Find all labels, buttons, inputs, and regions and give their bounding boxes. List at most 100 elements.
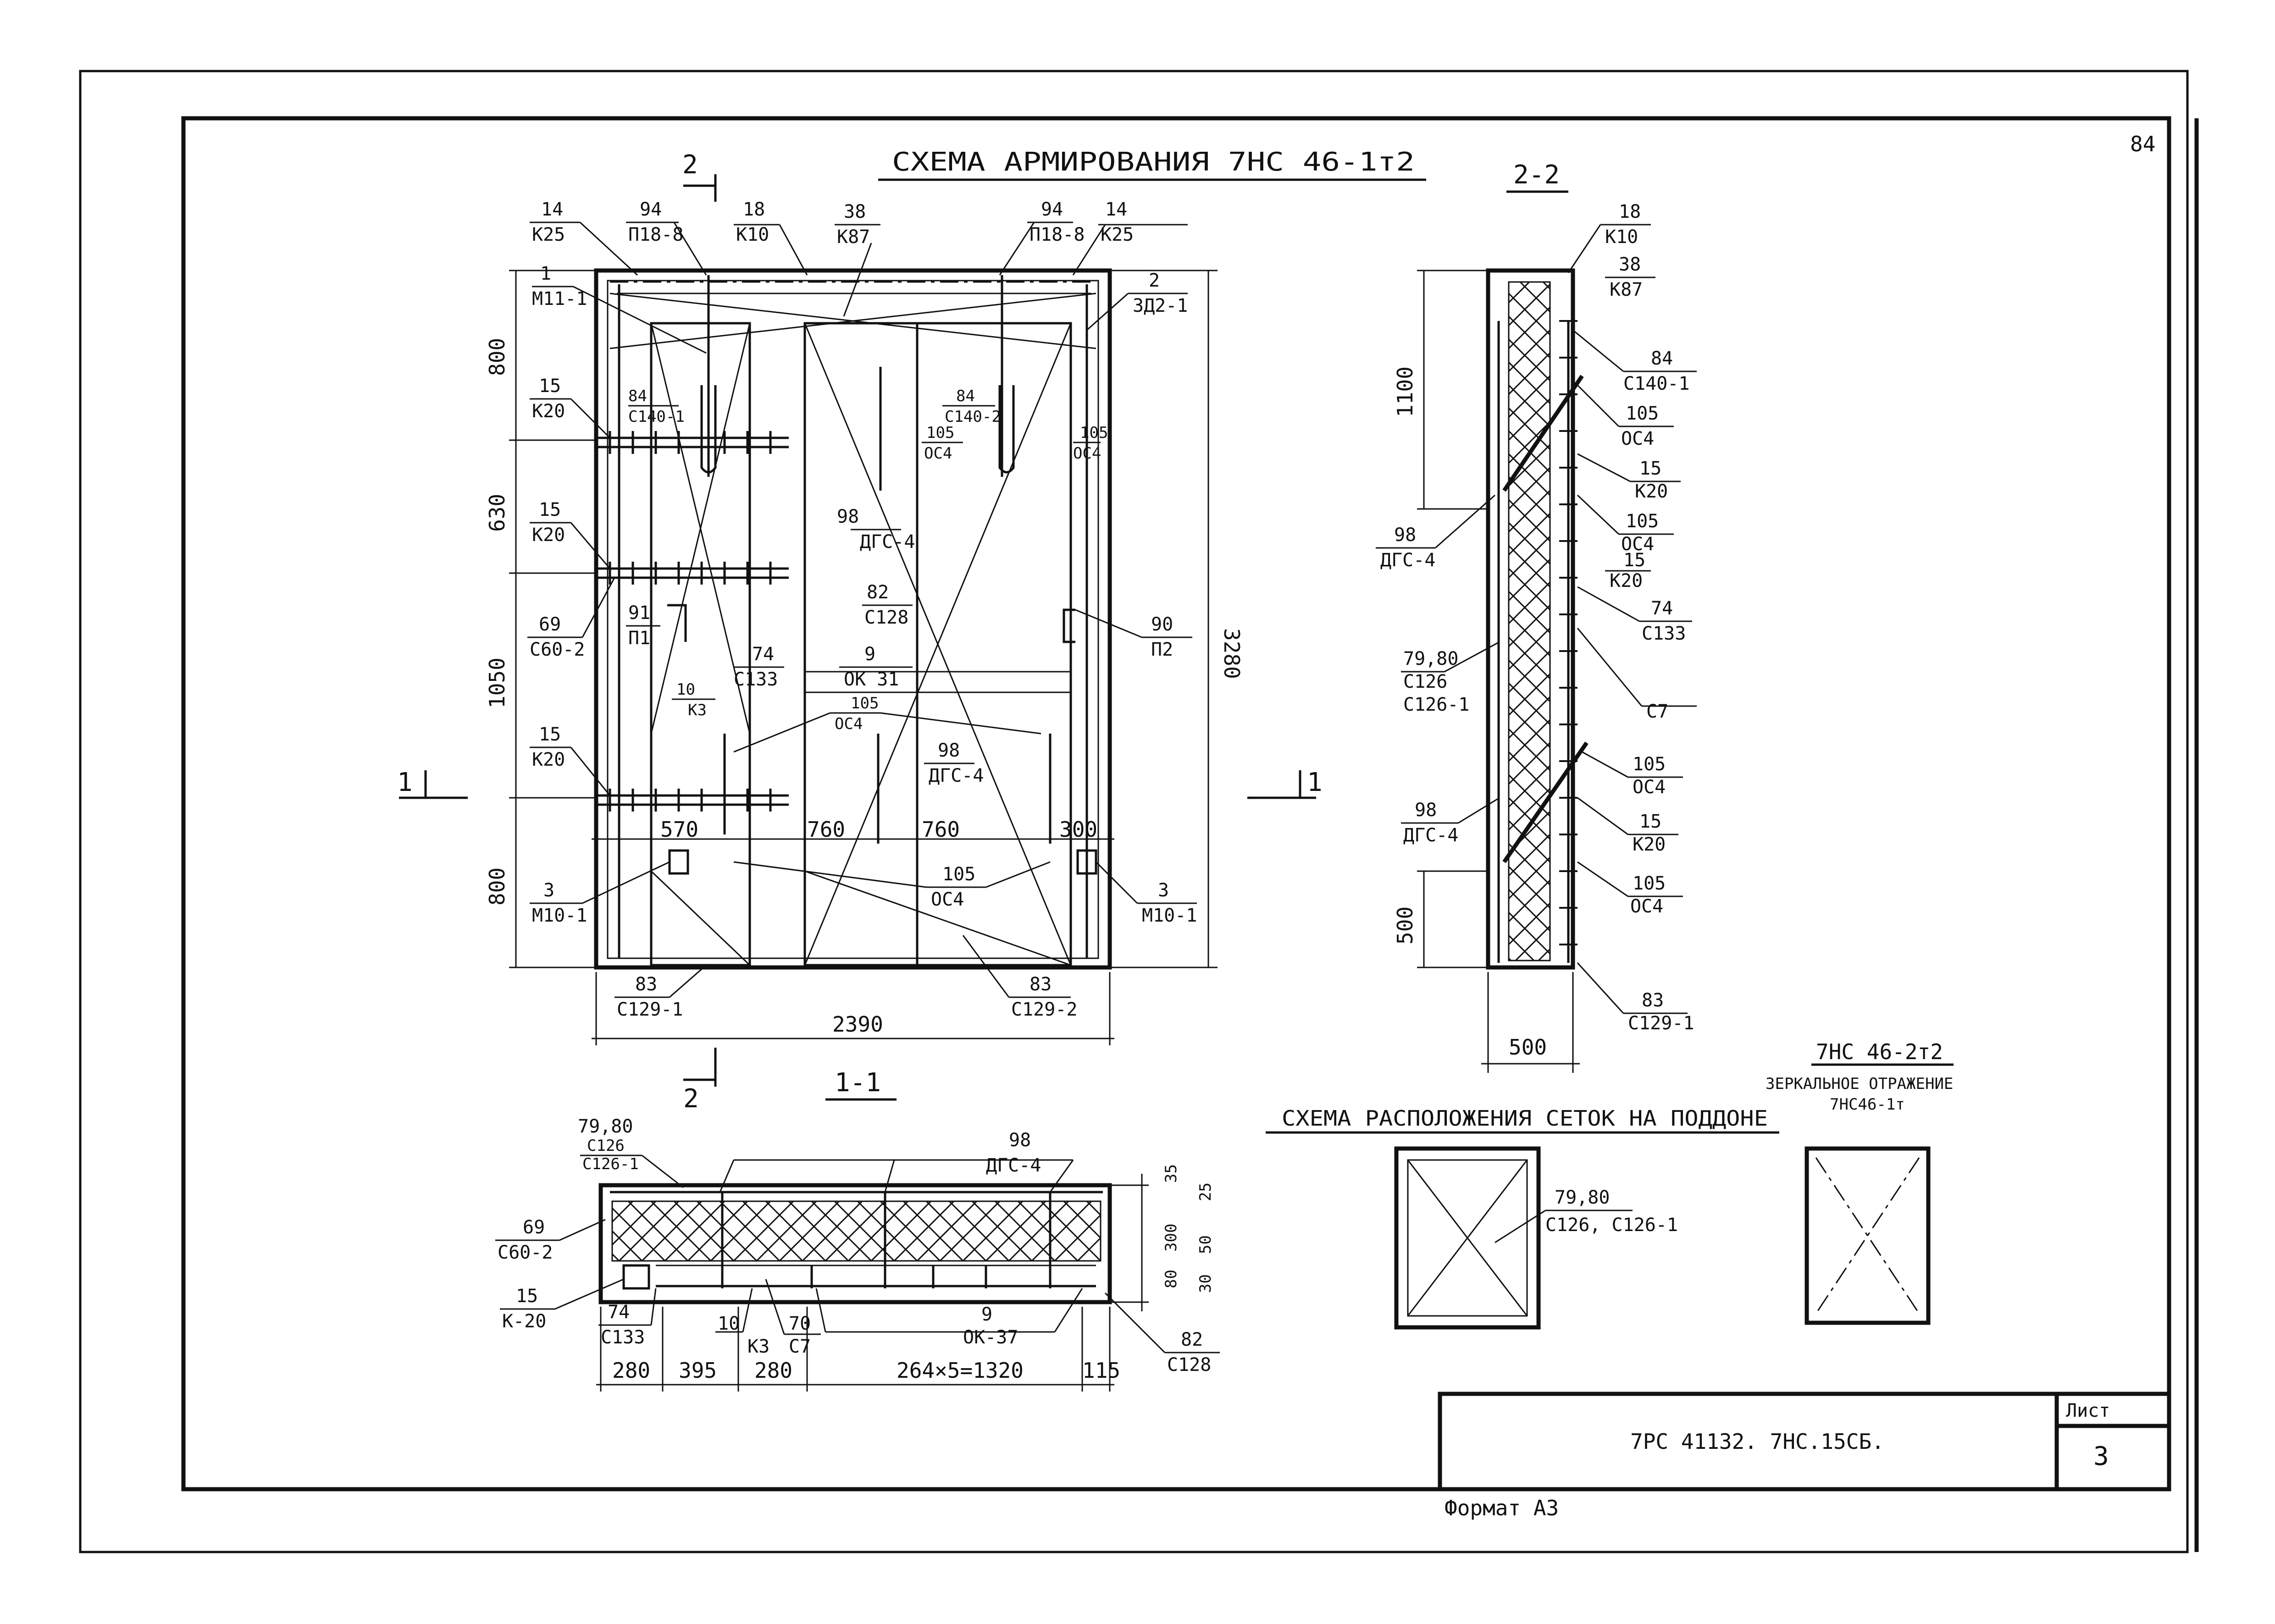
svg-text:С140-1: С140-1: [1623, 373, 1690, 394]
callout-98-dgs-mid: 98 ДГС-4: [924, 740, 984, 786]
s2-callout-105-oc4-c: 105 ОС4: [1582, 751, 1683, 798]
s1-callout-9-ok37: 9 ОК-37: [815, 1288, 1083, 1348]
callout-3-m10-left: 3 М10-1: [530, 861, 670, 926]
ladder-row-1: [596, 436, 789, 448]
svg-text:С128: С128: [1167, 1354, 1211, 1375]
svg-text:2: 2: [1149, 270, 1160, 291]
stamp-sheet-value: 3: [2093, 1442, 2109, 1471]
svg-text:98: 98: [1394, 525, 1416, 546]
svg-text:ОС4: ОС4: [931, 889, 964, 910]
svg-text:С133: С133: [1642, 623, 1686, 644]
s2-callout-83-c129-1: 83 С129-1: [1577, 962, 1694, 1034]
callout-18-k10: 18 К10: [734, 199, 808, 276]
svg-text:П1: П1: [628, 628, 650, 649]
s2-callout-79-80: 79,80 С126 С126-1: [1401, 641, 1500, 715]
svg-text:15: 15: [1639, 458, 1661, 479]
svg-text:74: 74: [608, 1302, 630, 1323]
svg-text:82: 82: [867, 582, 889, 603]
svg-text:79,80: 79,80: [578, 1116, 633, 1137]
s2-callout-105-oc4-d: 105 ОС4: [1577, 861, 1683, 917]
s1-dim-1320: 264×5=1320: [897, 1358, 1024, 1383]
svg-text:18: 18: [743, 199, 765, 220]
mirror-note-1: ЗЕРКАЛЬНОЕ ОТРАЖЕНИЕ: [1766, 1075, 1953, 1093]
svg-text:74: 74: [752, 644, 774, 665]
s2-callout-38-k87: 38 К87: [1605, 254, 1655, 300]
insulation-hatch-1: [611, 1200, 1102, 1262]
svg-text:К87: К87: [837, 226, 870, 248]
brace-4: [804, 323, 1072, 966]
svg-text:С7: С7: [1646, 701, 1668, 722]
svg-text:ЗД2-1: ЗД2-1: [1133, 295, 1188, 316]
svg-text:П18-8: П18-8: [628, 224, 683, 245]
dim-800-top: 800: [485, 338, 509, 376]
callout-90-p2: 90 П2: [1075, 609, 1192, 660]
format-label: Формат А3: [1445, 1496, 1559, 1520]
lifting-loop-left: [700, 385, 717, 474]
callout-91-p1: 91 П1: [626, 602, 660, 649]
lifting-loop-right: [998, 385, 1015, 474]
svg-text:ДГС-4: ДГС-4: [860, 531, 915, 552]
svg-text:83: 83: [635, 974, 657, 995]
svg-text:15: 15: [539, 724, 561, 745]
svg-text:ДГС-4: ДГС-4: [1380, 550, 1435, 571]
section-1-outline: [598, 1183, 1112, 1304]
svg-text:15: 15: [516, 1286, 538, 1307]
svg-text:94: 94: [640, 199, 662, 220]
svg-text:С129-2: С129-2: [1011, 999, 1078, 1020]
svg-text:90: 90: [1151, 614, 1173, 635]
callout-105-oc4-a: 105 ОС4: [922, 424, 963, 463]
mesh-diagram-right: [1805, 1146, 1931, 1325]
svg-text:15: 15: [539, 376, 561, 397]
brace-7: [650, 870, 751, 966]
cut-1-right-label: 1: [1307, 768, 1323, 797]
section-2-callouts: 18 К10 38 К87 84 С140-1 105 ОС4 15 К20: [1376, 201, 1697, 1034]
callout-14-k25-right: 14 К25: [1072, 199, 1188, 276]
svg-text:9: 9: [981, 1304, 992, 1325]
svg-text:ДГС-4: ДГС-4: [929, 765, 984, 786]
svg-text:К20: К20: [1633, 834, 1666, 855]
svg-text:К20: К20: [532, 749, 565, 770]
section-1-callouts: 79,80 С126 С126-1 98 ДГС-4 69 С60-2 15 К…: [495, 1116, 1220, 1375]
svg-text:83: 83: [1030, 974, 1052, 995]
callout-84-c140-2: 84 С140-2: [942, 387, 1001, 426]
svg-text:ОС4: ОС4: [1630, 896, 1663, 917]
svg-text:74: 74: [1651, 598, 1673, 619]
callout-9-ok31: 9 ОК 31: [839, 644, 913, 690]
svg-text:П18-8: П18-8: [1030, 224, 1085, 245]
s2-callout-105-oc4-a: 105 ОС4: [1577, 384, 1674, 449]
svg-text:ОС4: ОС4: [1073, 444, 1101, 463]
center-opening: [803, 322, 919, 967]
s1-dim-395: 395: [679, 1358, 717, 1383]
svg-text:105: 105: [851, 694, 879, 713]
s2-callout-98-dgs-top: 98 ДГС-4: [1376, 494, 1495, 571]
s2-callout-15-k20-a: 15 К20: [1577, 453, 1681, 502]
s2-dim-500: 500: [1393, 906, 1417, 945]
callout-2-zd2: 2 ЗД2-1: [1086, 270, 1188, 331]
svg-text:82: 82: [1181, 1329, 1203, 1350]
svg-text:ДГС-4: ДГС-4: [986, 1155, 1041, 1176]
svg-text:ОС4: ОС4: [835, 715, 863, 733]
section-2-outline: [1486, 268, 1575, 970]
svg-text:14: 14: [541, 199, 563, 220]
callout-105-oc4-b: 105 ОС4: [1073, 424, 1108, 463]
dim-760-b: 760: [922, 817, 960, 842]
dim-570: 570: [660, 817, 698, 842]
svg-text:1: 1: [540, 263, 551, 284]
sheet-number: 84: [2130, 132, 2155, 156]
mirror-note-2: 7НС46-1т: [1830, 1095, 1905, 1114]
title-block: 7РС 41132. 7НС.15СБ. Лист 3: [1438, 1392, 2171, 1491]
dim-3280: 3280: [1219, 628, 1244, 679]
left-opening: [650, 322, 751, 967]
svg-text:М10-1: М10-1: [1142, 905, 1197, 926]
svg-text:С60-2: С60-2: [530, 639, 585, 660]
s1-dim-80: 80: [1162, 1270, 1180, 1288]
svg-text:3: 3: [1158, 880, 1169, 901]
mesh-callout-code: С126, С126-1: [1545, 1215, 1678, 1236]
mesh-diagram-left: [1394, 1146, 1541, 1330]
svg-text:ОС4: ОС4: [1621, 534, 1654, 555]
mirror-title: 7НС 46-2т2: [1816, 1039, 1943, 1064]
s1-callout-69-c60-2: 69 С60-2: [495, 1217, 606, 1263]
svg-text:98: 98: [1415, 800, 1437, 821]
section-2-title: 2-2: [1513, 160, 1560, 190]
callout-74-c133: 74 С133: [734, 644, 784, 690]
